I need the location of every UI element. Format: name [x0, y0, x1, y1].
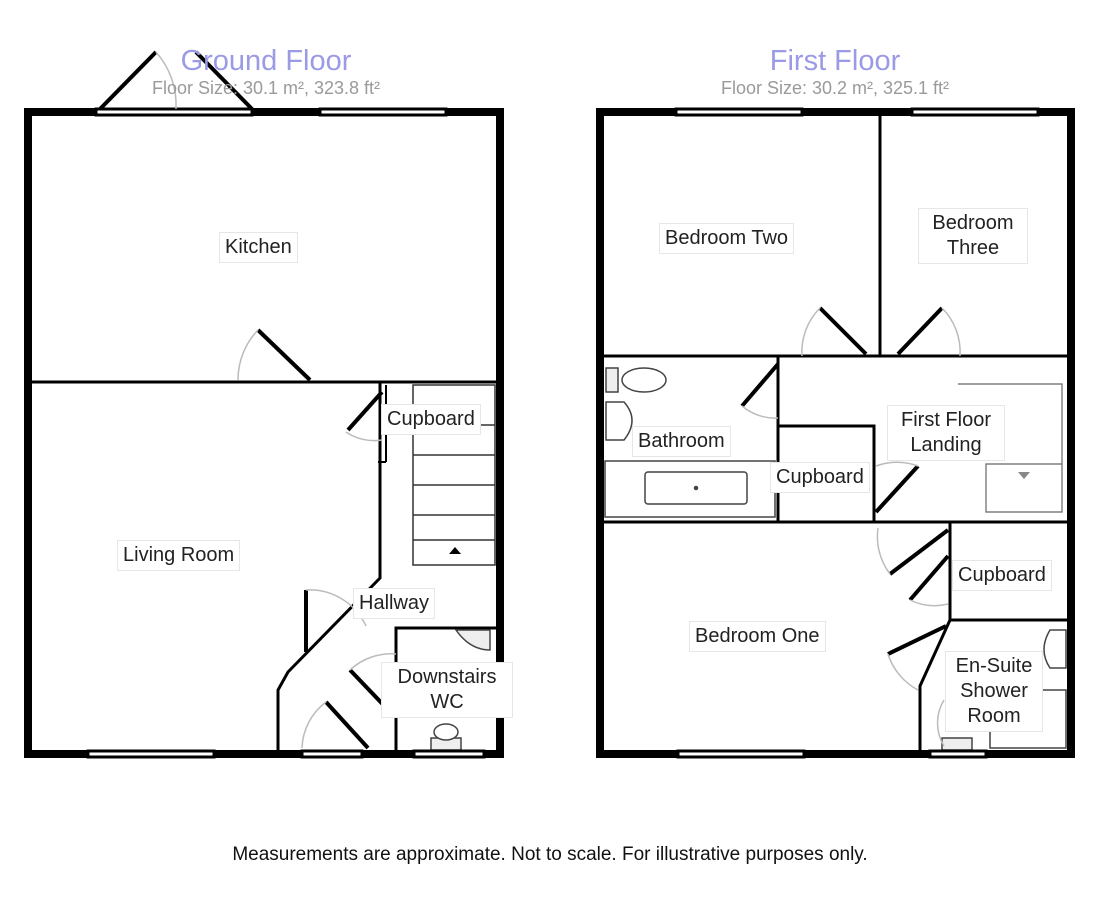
room-label-bedroom-two: Bedroom Two [659, 223, 795, 254]
first-doors [740, 306, 961, 747]
ground-floor-title: Ground Floor [180, 45, 352, 77]
ground-doors [98, 50, 397, 750]
first-windows [674, 107, 1040, 759]
first-floor-title: First Floor [769, 45, 901, 77]
room-label-bathroom: Bathroom [632, 426, 731, 457]
room-label-bedroom-one: Bedroom One [689, 621, 826, 652]
bath-icon [604, 460, 776, 518]
room-label-landing: First Floor Landing [887, 405, 1005, 461]
room-label-cupboard: Cupboard [381, 404, 481, 435]
landing-cupboard-wall [778, 424, 876, 522]
bathroom-toilet-icon [605, 367, 667, 393]
ensuite-toilet-icon [941, 737, 973, 751]
staircase [412, 384, 496, 566]
room-label-bedroom-three: Bedroom Three [918, 208, 1028, 264]
room-label-downstairs-wc: Downstairs WC [381, 662, 513, 718]
ensuite-basin-icon [1043, 629, 1067, 669]
ensuite-wall [918, 619, 952, 754]
first-floor-stairs [958, 383, 1063, 513]
bedroom-one-wall [778, 520, 1071, 622]
bathroom-basin-icon [605, 401, 633, 441]
stairs-down-arrow-icon [1018, 472, 1030, 479]
first-floor-size: Floor Size: 30.2 m², 325.1 ft² [720, 78, 950, 98]
room-label-hallway: Hallway [353, 588, 436, 619]
stairs-up-arrow-icon [449, 547, 461, 554]
room-label-kitchen: Kitchen [219, 232, 298, 263]
living-room-wall [276, 382, 382, 754]
wc-toilet-icon [430, 723, 462, 751]
room-label-cupboard-bedroom: Cupboard [952, 560, 1052, 591]
room-label-cupboard-landing: Cupboard [770, 462, 870, 493]
ground-floor-size: Floor Size: 30.1 m², 323.8 ft² [151, 78, 381, 98]
disclaimer-text: Measurements are approximate. Not to sca… [232, 844, 868, 865]
room-label-ensuite: En-Suite Shower Room [945, 651, 1043, 732]
ground-windows [86, 107, 486, 759]
wc-basin-icon [454, 629, 491, 651]
room-label-living-room: Living Room [117, 540, 241, 571]
